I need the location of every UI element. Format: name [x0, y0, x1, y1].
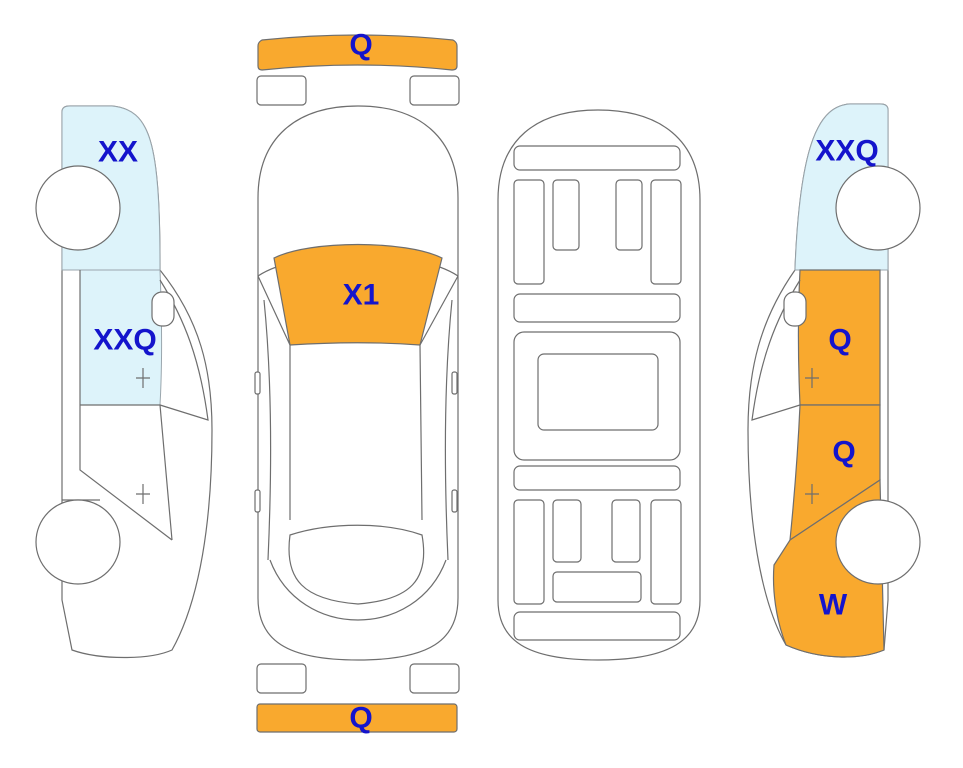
left-front-handle	[136, 368, 150, 388]
left-front-fender-label: XX	[98, 136, 138, 169]
front-bumper-panel[interactable]	[257, 34, 458, 71]
right-rear-wheel	[835, 499, 921, 585]
front-left-headlight	[256, 75, 307, 106]
underbody-cell	[615, 179, 643, 251]
underbody-cell	[513, 499, 545, 605]
right-rear-door-label: Q	[832, 436, 855, 469]
right-mirror-side	[783, 291, 807, 327]
underbody-cell	[552, 571, 642, 603]
damage-labels: Q Q X1 XX XXQ XXQ Q Q W	[93, 29, 878, 735]
right-handle-front	[805, 368, 819, 388]
right-rear-quarter-label: W	[819, 589, 848, 622]
rear-bumper-label: Q	[349, 702, 372, 735]
rear-bumper-panel[interactable]	[256, 703, 458, 733]
left-a-pillar	[257, 275, 291, 520]
right-a-pillar	[419, 275, 459, 521]
left-mirror-side	[151, 291, 175, 327]
rear-window	[288, 524, 425, 605]
underbody-cell	[611, 499, 641, 563]
right-side-view	[747, 103, 921, 658]
underbody-cell	[552, 179, 580, 251]
underbody-cell	[650, 179, 682, 285]
right-mirror	[451, 371, 458, 395]
windshield-label: X1	[343, 279, 380, 312]
front-bumper-label: Q	[349, 29, 372, 62]
right-handle-rear	[805, 484, 819, 504]
underbody-cell	[650, 499, 682, 605]
windshield-panel[interactable]	[273, 243, 443, 346]
right-side-contour	[444, 299, 453, 561]
left-door-split	[80, 404, 173, 541]
left-rear-wheel	[35, 499, 121, 585]
left-front-wheel	[35, 165, 121, 251]
left-b-line	[79, 270, 173, 541]
underbody-cell	[513, 179, 545, 285]
left-mirror	[254, 371, 261, 395]
left-side-view	[35, 105, 213, 659]
underbody-cell	[552, 499, 582, 563]
underbody-cell	[537, 353, 659, 431]
right-rear-handle	[451, 489, 458, 513]
underbody-cell	[513, 465, 681, 491]
right-front-fender-label: XXQ	[815, 135, 878, 168]
right-front-wheel	[835, 165, 921, 251]
left-side-contour	[263, 299, 272, 561]
right-front-door-label: Q	[828, 324, 851, 357]
rear-left-taillight	[256, 663, 307, 694]
left-rear-handle-side	[136, 484, 150, 504]
trunk-line	[269, 559, 447, 621]
top-body-outline	[257, 105, 459, 661]
top-view	[254, 34, 460, 733]
underbody-cell	[513, 611, 681, 641]
underbody-cell	[513, 293, 681, 323]
underbody-view	[497, 109, 701, 661]
left-rear-handle	[254, 489, 261, 513]
rear-right-taillight	[409, 663, 460, 694]
underbody-cell	[513, 145, 681, 171]
front-right-headlight	[409, 75, 460, 106]
left-front-door-label: XXQ	[93, 324, 156, 357]
